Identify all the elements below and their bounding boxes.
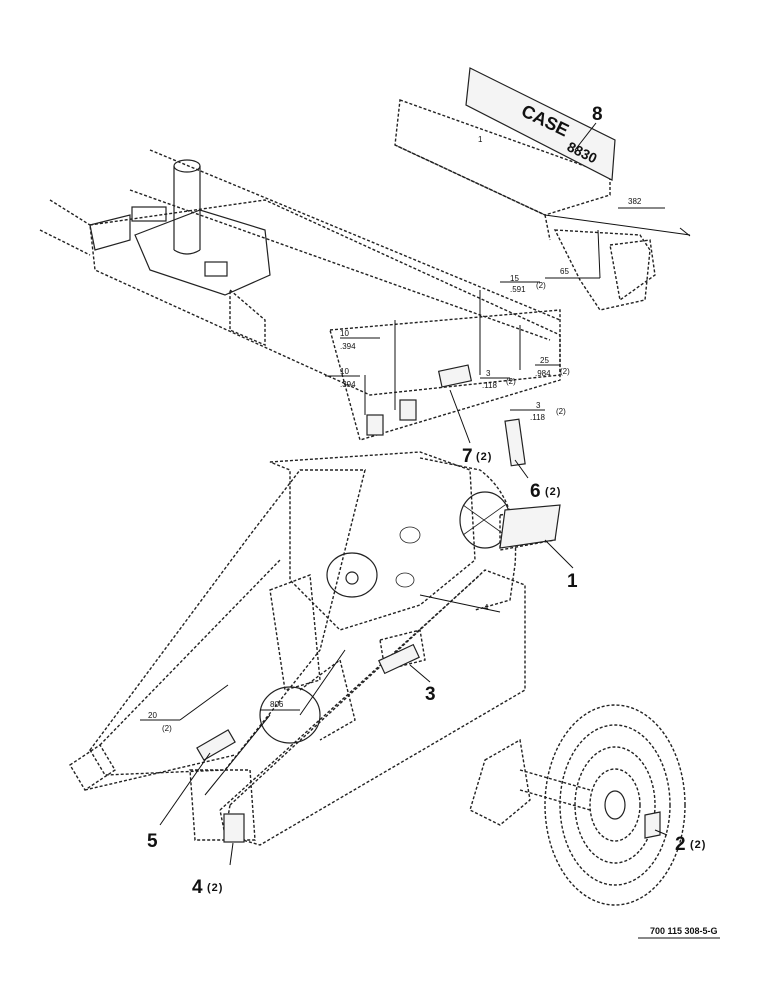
case-decal: CASE 8830 <box>465 67 616 181</box>
callout-labels: 8 7 (2) 6 (2) 1 3 5 4 (2) 2 (2) <box>147 104 706 898</box>
callout-3: 3 <box>425 684 436 705</box>
callout-2-qty: (2) <box>690 839 706 851</box>
dim-591: .591 <box>510 285 526 294</box>
decal-4 <box>223 813 245 843</box>
callout-7-qty: (2) <box>476 451 492 463</box>
dim-10a: 10 <box>340 329 349 338</box>
callout-7: 7 <box>462 446 473 467</box>
dim-1: 1 <box>478 135 483 144</box>
decals <box>196 364 561 843</box>
dim-20-qty: (2) <box>162 724 172 733</box>
callout-4-qty: (2) <box>207 882 223 894</box>
decal-5 <box>196 729 236 761</box>
dim-4: 4 <box>484 603 489 612</box>
dim-65: 65 <box>560 267 569 276</box>
dim-118b: .118 <box>530 413 546 422</box>
callout-2: 2 <box>675 834 686 855</box>
dim-3b: 3 <box>536 401 541 410</box>
dimension-lines: 382 65 15 .591 (2) 10 .394 10 .394 3 .11… <box>140 135 691 796</box>
dim-3b-qty: (2) <box>556 407 566 416</box>
dim-3a-qty: (2) <box>506 377 516 386</box>
dim-806: 806 <box>270 700 284 709</box>
decal-2 <box>644 811 661 839</box>
decal-6 <box>504 418 526 467</box>
dim-118a: .118 <box>482 381 498 390</box>
decal-1 <box>499 504 561 549</box>
decal-3 <box>378 643 420 675</box>
dim-10b: 10 <box>340 367 349 376</box>
dim-3a: 3 <box>486 369 491 378</box>
dim-984: .984 <box>535 369 551 378</box>
decal-7b <box>399 399 417 421</box>
callout-1: 1 <box>567 571 578 592</box>
leader-lines <box>159 122 668 866</box>
drawing-part-number: 700 115 308-5-G <box>650 926 718 936</box>
rear-shield <box>394 99 656 311</box>
dim-15: 15 <box>510 274 519 283</box>
hitch-frame <box>39 149 561 441</box>
dim-15-qty: (2) <box>536 281 546 290</box>
dim-394b: .394 <box>340 380 356 389</box>
dim-394a: .394 <box>340 342 356 351</box>
callout-6: 6 <box>530 481 541 502</box>
dim-25: 25 <box>540 356 549 365</box>
decal-7c <box>366 414 384 436</box>
dim-382: 382 <box>628 197 642 206</box>
decal-7a <box>437 364 473 388</box>
callout-8: 8 <box>592 104 603 125</box>
dim-20: 20 <box>148 711 157 720</box>
dim-25-qty: (2) <box>560 367 570 376</box>
wheel-assembly <box>469 704 686 906</box>
main-tongue <box>69 469 526 846</box>
callout-6-qty: (2) <box>545 486 561 498</box>
callout-4: 4 <box>192 877 203 898</box>
callout-5: 5 <box>147 831 158 852</box>
